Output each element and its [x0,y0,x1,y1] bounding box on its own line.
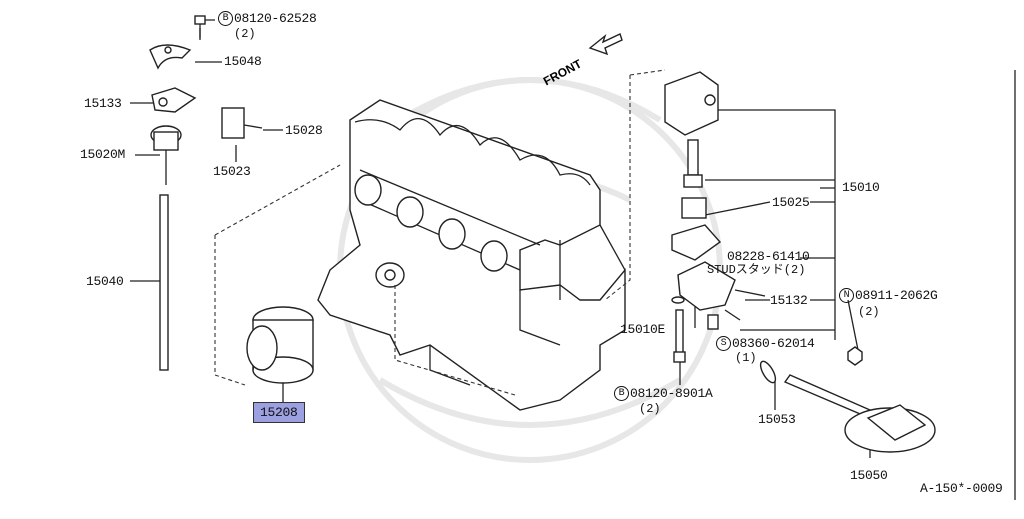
bolt-qty: (2) [639,402,661,416]
part-label-15010E[interactable]: 15010E [620,322,666,337]
part-label-15023[interactable]: 15023 [213,164,251,179]
part-label-15132[interactable]: 15132 [770,293,808,308]
bracket-15048 [149,44,192,70]
gear-15020M [150,125,182,185]
engine-block [317,99,626,411]
part-label-15048[interactable]: 15048 [224,54,262,69]
part-label-15053[interactable]: 15053 [758,412,796,427]
leader-lines [130,19,1016,500]
circle-n-icon: N [839,288,854,303]
shaft-15040 [159,194,169,371]
oil-pump-15010 [664,71,719,219]
gasket-15053 [759,360,777,384]
stud-bolt-15010E [671,296,719,363]
gear-15023 [221,107,263,139]
strainer-15050 [783,374,936,453]
part-label-15040[interactable]: 15040 [86,274,124,289]
part-label-15208-highlighted[interactable]: 15208 [253,402,305,423]
part-label-15133[interactable]: 15133 [84,96,122,111]
bolt-qty: (2) [234,27,256,41]
diagram-id: A-150*-0009 [920,481,1003,496]
nut-qty: (2) [858,305,880,319]
stud-code-label[interactable]: 08228-61410 [727,249,810,264]
screw-code: 08360-62014 [732,336,815,351]
plate-15133 [151,87,197,113]
part-label-15028[interactable]: 15028 [285,123,323,138]
gasket-15025 [671,224,722,261]
circle-s-icon: S [716,336,731,351]
part-label-15025[interactable]: 15025 [772,195,810,210]
front-arrow-icon [588,33,623,56]
bolt-code: 08120-8901A [630,386,713,401]
stud-note-label: STUDスタッド(2) [707,263,806,277]
pump-cover [677,261,766,321]
screw-qty: (1) [735,351,757,365]
assembly-guides [214,69,666,396]
nut-code: 08911-2062G [855,288,938,303]
bolt-08120-62528 [194,15,206,38]
part-label-15010[interactable]: 15010 [842,180,880,195]
oil-filter-15208 [246,306,314,384]
circle-b-icon: B [614,386,629,401]
part-label-15050[interactable]: 15050 [850,468,888,483]
bolt-code: 08120-62528 [234,11,317,26]
part-label-15020M[interactable]: 15020M [80,147,126,162]
circle-b-icon: B [218,11,233,26]
nut-08911 [847,346,863,366]
